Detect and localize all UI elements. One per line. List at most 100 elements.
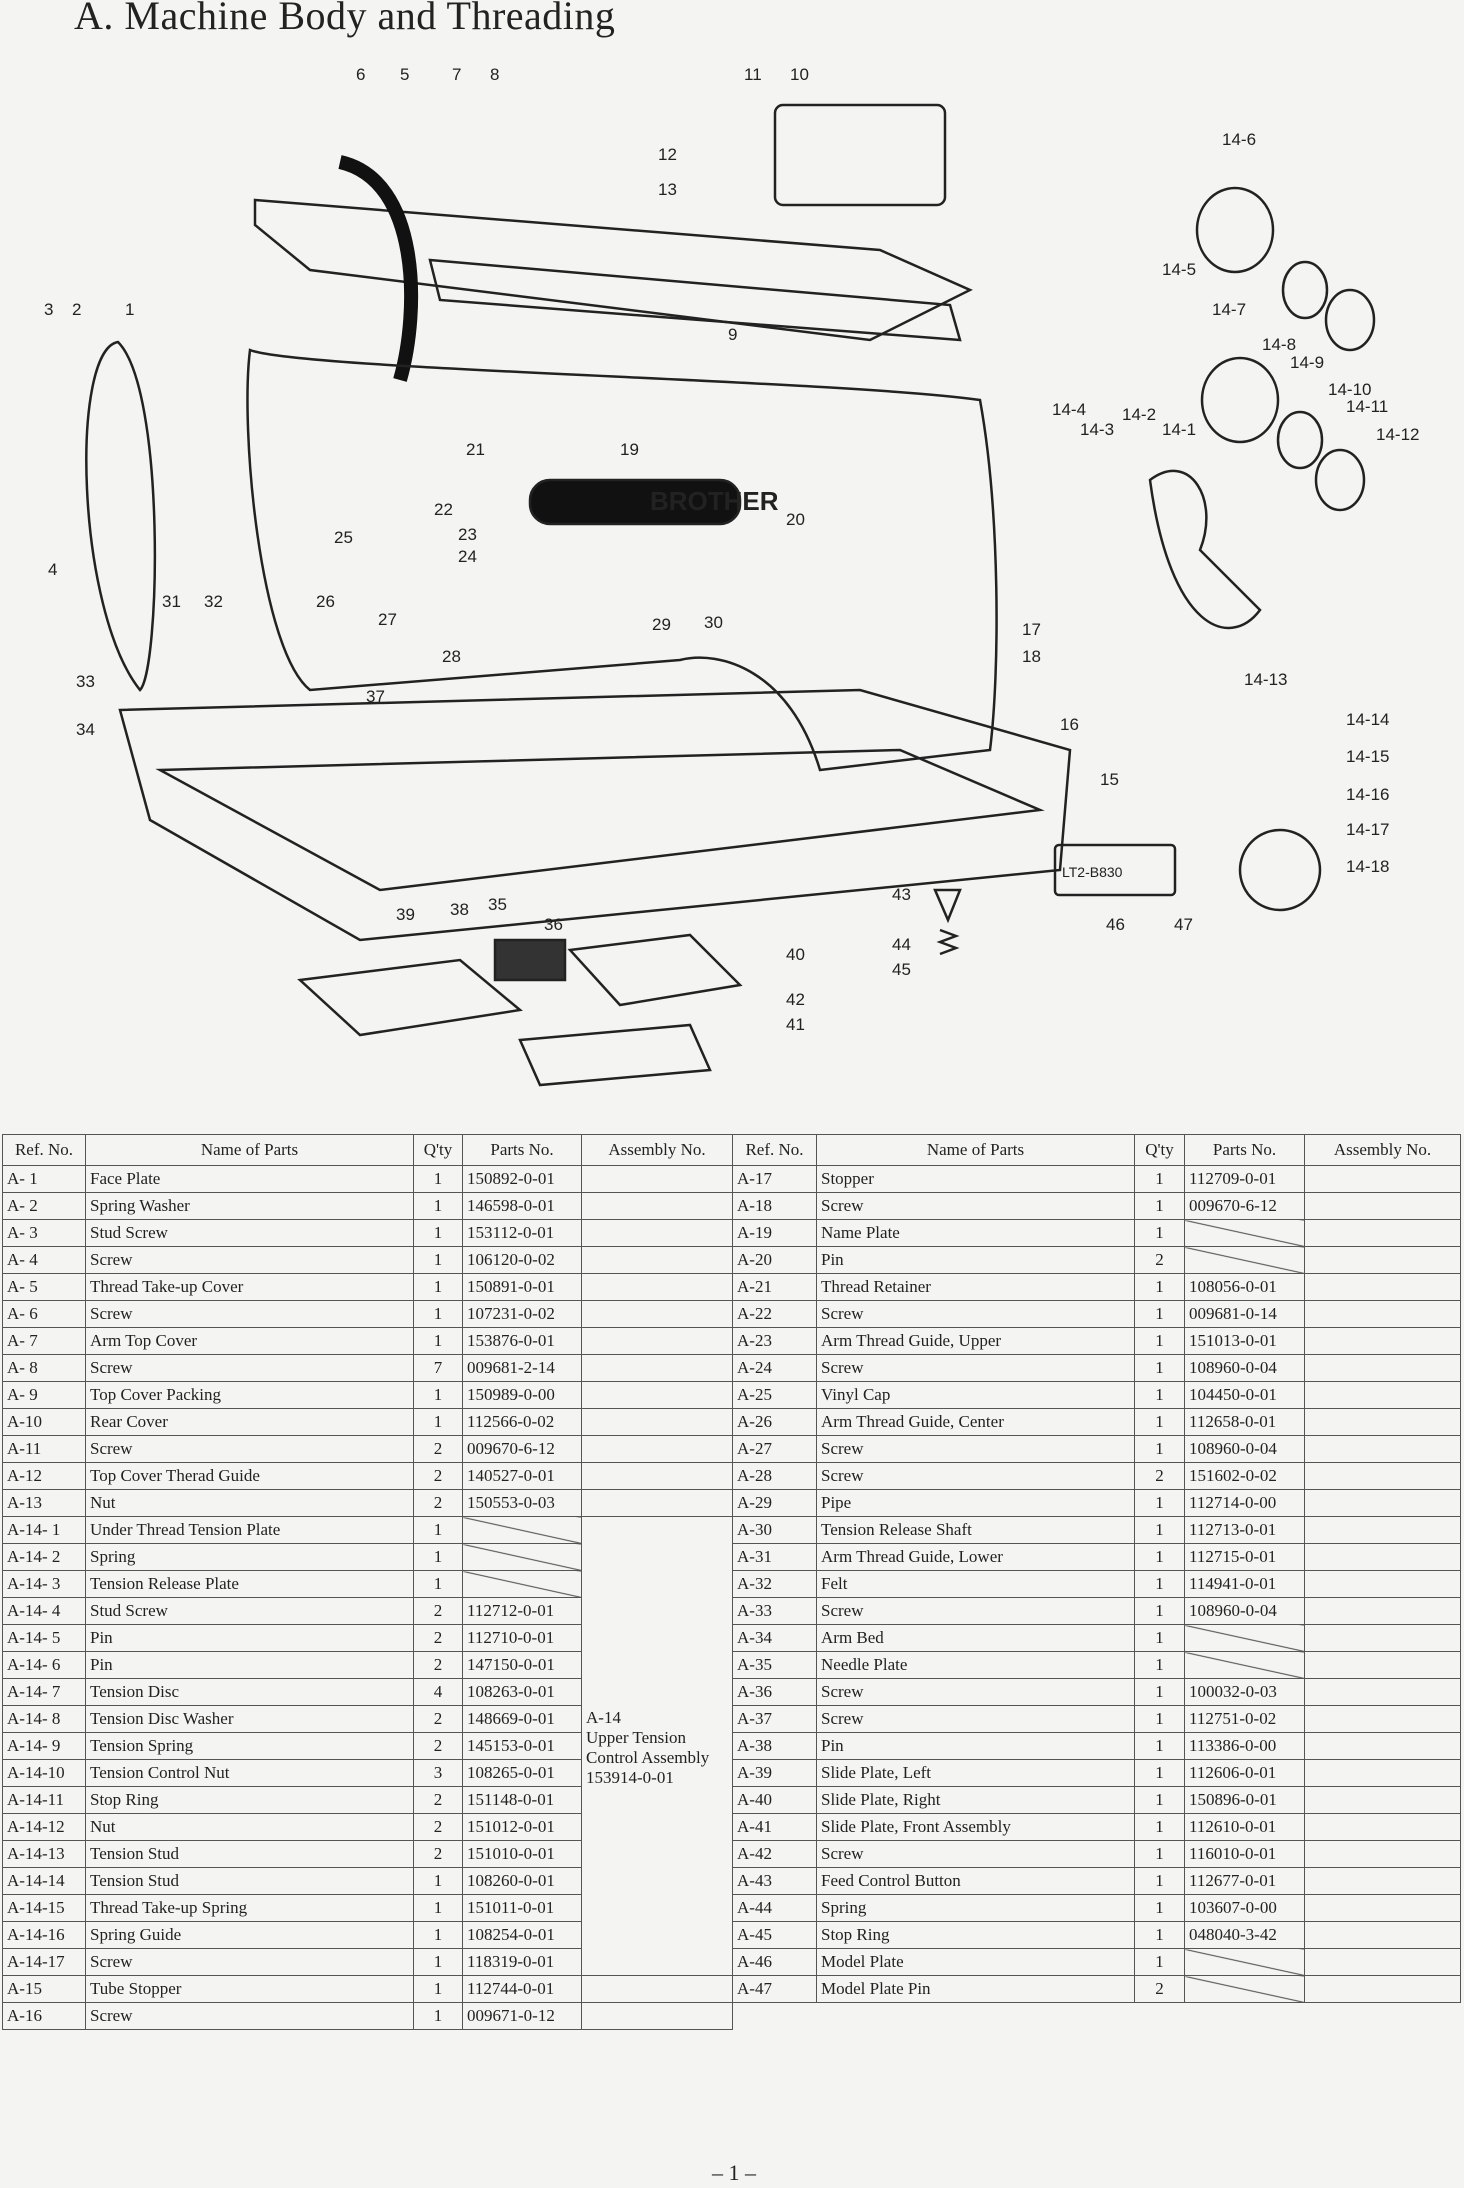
cell-parts-no: 048040-3-42 bbox=[1184, 1921, 1305, 1949]
callout-label: 36 bbox=[544, 915, 563, 934]
cell-ref-no: A- 4 bbox=[2, 1246, 86, 1274]
callout-label: 9 bbox=[728, 325, 737, 344]
cell-qty: 7 bbox=[413, 1354, 463, 1382]
cell-part-name: Top Cover Therad Guide bbox=[85, 1462, 414, 1490]
brand-label: BROTHER bbox=[650, 486, 779, 516]
cell-assembly-no bbox=[1304, 1867, 1461, 1895]
arm-bed-shape bbox=[118, 688, 1072, 942]
callout-label: 14-5 bbox=[1162, 260, 1196, 279]
cell-parts-no bbox=[1184, 1948, 1305, 1976]
callout-label: 20 bbox=[786, 510, 805, 529]
cell-ref-no: A-14-15 bbox=[2, 1894, 86, 1922]
cell-assembly-no bbox=[581, 1462, 733, 1490]
cell-qty: 2 bbox=[413, 1489, 463, 1517]
cell-assembly-no bbox=[1304, 1516, 1461, 1544]
cell-qty: 1 bbox=[413, 1543, 463, 1571]
cell-assembly-no bbox=[1304, 1300, 1461, 1328]
cell-qty: 1 bbox=[1134, 1516, 1185, 1544]
callout-label: 14-14 bbox=[1346, 710, 1389, 729]
cell-qty: 1 bbox=[1134, 1327, 1185, 1355]
cell-parts-no: 108056-0-01 bbox=[1184, 1273, 1305, 1301]
cell-parts-no: 009681-0-14 bbox=[1184, 1300, 1305, 1328]
callout-label: 14-4 bbox=[1052, 400, 1086, 419]
cell-assembly-no bbox=[1304, 1408, 1461, 1436]
cell-part-name: Model Plate bbox=[816, 1948, 1135, 1976]
cell-assembly-no bbox=[1304, 1435, 1461, 1463]
cell-ref-no: A-40 bbox=[732, 1786, 817, 1814]
cell-part-name: Tension Release Plate bbox=[85, 1570, 414, 1598]
cell-ref-no: A-12 bbox=[2, 1462, 86, 1490]
cell-qty: 1 bbox=[413, 1975, 463, 2003]
cell-assembly-no bbox=[1304, 1786, 1461, 1814]
cell-ref-no: A-14- 5 bbox=[2, 1624, 86, 1652]
cell-parts-no bbox=[462, 1543, 582, 1571]
cell-qty: 1 bbox=[1134, 1651, 1185, 1679]
cell-assembly-no bbox=[1304, 1165, 1461, 1193]
cell-parts-no: 108263-0-01 bbox=[462, 1678, 582, 1706]
cell-qty: 1 bbox=[1134, 1732, 1185, 1760]
callout-label: 47 bbox=[1174, 915, 1193, 934]
cell-ref-no: A-34 bbox=[732, 1624, 817, 1652]
cell-qty: 4 bbox=[413, 1678, 463, 1706]
cell-ref-no: A- 9 bbox=[2, 1381, 86, 1409]
cell-assembly-no bbox=[581, 2002, 733, 2030]
cell-qty: 1 bbox=[1134, 1678, 1185, 1706]
cell-assembly-no bbox=[581, 1165, 733, 1193]
cell-qty: 1 bbox=[413, 1273, 463, 1301]
callout-label: 23 bbox=[458, 525, 477, 544]
cell-ref-no: A-20 bbox=[732, 1246, 817, 1274]
callout-label: 22 bbox=[434, 500, 453, 519]
cell-assembly-no bbox=[1304, 1840, 1461, 1868]
model-plate-shape bbox=[1053, 843, 1177, 897]
cell-ref-no: A-19 bbox=[732, 1219, 817, 1247]
cell-qty: 1 bbox=[1134, 1624, 1185, 1652]
callout-label: 34 bbox=[76, 720, 95, 739]
cell-ref-no: A-45 bbox=[732, 1921, 817, 1949]
callout-label: 25 bbox=[334, 528, 353, 547]
callout-label: 14-13 bbox=[1244, 670, 1287, 689]
cell-part-name: Thread Take-up Spring bbox=[85, 1894, 414, 1922]
cell-parts-no: 116010-0-01 bbox=[1184, 1840, 1305, 1868]
cell-parts-no: 112744-0-01 bbox=[462, 1975, 582, 2003]
cell-qty: 1 bbox=[413, 1516, 463, 1544]
cell-qty: 2 bbox=[1134, 1975, 1185, 2003]
cell-parts-no: 151011-0-01 bbox=[462, 1894, 582, 1922]
cell-ref-no: A-33 bbox=[732, 1597, 817, 1625]
cell-part-name: Screw bbox=[816, 1435, 1135, 1463]
cell-qty: 2 bbox=[413, 1597, 463, 1625]
cell-parts-no bbox=[1184, 1624, 1305, 1652]
callout-label: 14-12 bbox=[1376, 425, 1419, 444]
cell-assembly-no bbox=[581, 1300, 733, 1328]
cell-part-name: Pin bbox=[816, 1246, 1135, 1274]
callout-label: 27 bbox=[378, 610, 397, 629]
callout-label: 31 bbox=[162, 592, 181, 611]
cell-part-name: Pin bbox=[85, 1651, 414, 1679]
cell-parts-no: 009671-0-12 bbox=[462, 2002, 582, 2030]
cell-ref-no: A-14-14 bbox=[2, 1867, 86, 1895]
cell-parts-no: 112714-0-00 bbox=[1184, 1489, 1305, 1517]
cell-parts-no: 150892-0-01 bbox=[462, 1165, 582, 1193]
callout-label: 14-7 bbox=[1212, 300, 1246, 319]
name-plate-shape bbox=[528, 478, 742, 526]
cell-part-name: Tension Release Shaft bbox=[816, 1516, 1135, 1544]
model-plate-label: LT2-B830 bbox=[1062, 864, 1123, 880]
callout-label: 8 bbox=[490, 65, 499, 84]
cell-ref-no: A-44 bbox=[732, 1894, 817, 1922]
callout-label: 41 bbox=[786, 1015, 805, 1034]
callout-label: 30 bbox=[704, 613, 723, 632]
cell-part-name: Screw bbox=[85, 2002, 414, 2030]
cell-part-name: Arm Bed bbox=[816, 1624, 1135, 1652]
cell-ref-no: A-30 bbox=[732, 1516, 817, 1544]
